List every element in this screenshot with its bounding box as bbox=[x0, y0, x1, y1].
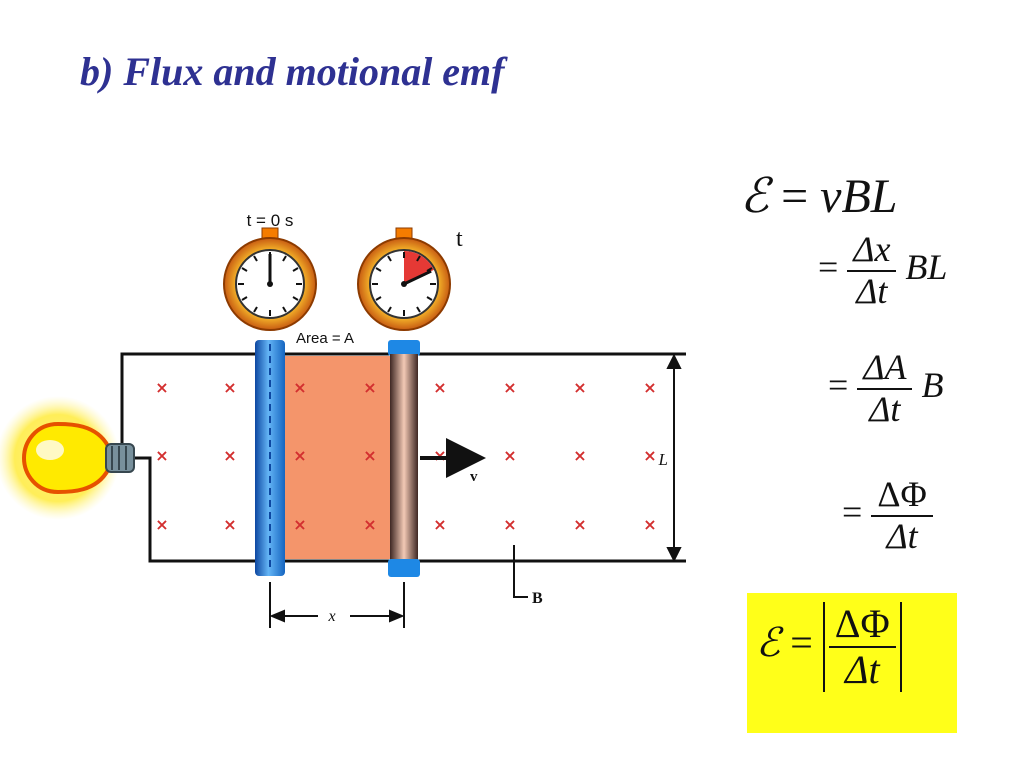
field-marker: × bbox=[503, 515, 516, 534]
stopwatch-start bbox=[223, 227, 317, 331]
field-marker: × bbox=[643, 378, 656, 397]
left-rod bbox=[255, 340, 285, 576]
fraction: Δx Δt bbox=[847, 229, 897, 311]
field-marker: × bbox=[223, 378, 236, 397]
field-marker: × bbox=[433, 378, 446, 397]
fraction: ΔA Δt bbox=[857, 347, 913, 429]
magnetic-field-markers: × × × × × × × × × × × × × × × × × × × × × × × × bbox=[155, 378, 656, 534]
elapsed-wedge bbox=[404, 250, 434, 284]
equation-dx-dt: = Δx Δt BL bbox=[818, 229, 948, 311]
field-marker: × bbox=[293, 378, 306, 397]
slide-title: b) Flux and motional emf bbox=[80, 49, 505, 94]
field-marker: × bbox=[503, 378, 516, 397]
denominator: Δt bbox=[844, 647, 880, 692]
emf-symbol: ℰ bbox=[740, 168, 770, 224]
emf-rhs: vBL bbox=[820, 170, 898, 223]
field-marker: × bbox=[433, 446, 446, 465]
displacement-dimension bbox=[269, 582, 405, 628]
denominator: Δt bbox=[856, 270, 888, 311]
numerator: ΔΦ bbox=[828, 602, 896, 648]
field-label-leader bbox=[513, 545, 528, 598]
emf-symbol: ℰ bbox=[756, 620, 781, 667]
light-bulb bbox=[0, 396, 135, 520]
fraction: ΔΦ Δt bbox=[871, 474, 933, 556]
equals-sign: = bbox=[790, 620, 813, 666]
equals-sign: = bbox=[828, 364, 849, 405]
stopwatch-start-label: t = 0 s bbox=[247, 211, 294, 230]
equals-sign: = bbox=[818, 246, 839, 287]
field-marker: × bbox=[573, 378, 586, 397]
field-marker: × bbox=[643, 446, 656, 465]
stopwatch-elapsed bbox=[357, 227, 451, 331]
equation-dphi-dt: = ΔΦ Δt bbox=[842, 474, 933, 556]
length-label: L bbox=[658, 450, 668, 469]
length-dimension bbox=[666, 353, 682, 563]
field-marker: × bbox=[363, 515, 376, 534]
field-marker: × bbox=[433, 515, 446, 534]
field-marker: × bbox=[223, 446, 236, 465]
trailing-factor: BL bbox=[905, 246, 948, 287]
trailing-factor: B bbox=[921, 364, 944, 405]
final-result-highlight bbox=[747, 593, 957, 733]
field-marker: × bbox=[155, 378, 168, 397]
field-marker: × bbox=[573, 446, 586, 465]
equals-sign: = bbox=[842, 491, 863, 532]
field-marker: × bbox=[363, 378, 376, 397]
stopwatch-elapsed-label: t bbox=[456, 226, 463, 252]
numerator: ΔA bbox=[857, 347, 913, 390]
field-label: B bbox=[532, 590, 543, 607]
displacement-label: x bbox=[327, 608, 335, 625]
swept-area bbox=[283, 356, 391, 559]
field-marker: × bbox=[573, 515, 586, 534]
absolute-value: ΔΦ Δt bbox=[822, 602, 902, 692]
denominator: Δt bbox=[869, 388, 901, 429]
field-marker: × bbox=[293, 515, 306, 534]
field-marker: × bbox=[503, 446, 516, 465]
fraction: ΔΦ Δt bbox=[828, 602, 896, 692]
equation-emf-vbl: ℰ = vBL bbox=[740, 168, 897, 224]
field-marker: × bbox=[155, 515, 168, 534]
field-marker: × bbox=[293, 446, 306, 465]
numerator: ΔΦ bbox=[871, 474, 933, 517]
field-marker: × bbox=[363, 446, 376, 465]
numerator: Δx bbox=[847, 229, 897, 272]
moving-rod bbox=[388, 340, 420, 577]
field-marker: × bbox=[155, 446, 168, 465]
velocity-label: v bbox=[470, 469, 478, 485]
denominator: Δt bbox=[886, 515, 918, 556]
field-marker: × bbox=[643, 515, 656, 534]
equation-final-result: ℰ = ΔΦ Δt bbox=[756, 602, 902, 692]
field-marker: × bbox=[223, 515, 236, 534]
equation-da-dt: = ΔA Δt B bbox=[828, 347, 944, 429]
equals-sign: = bbox=[781, 170, 809, 223]
area-label: Area = A bbox=[296, 330, 354, 347]
